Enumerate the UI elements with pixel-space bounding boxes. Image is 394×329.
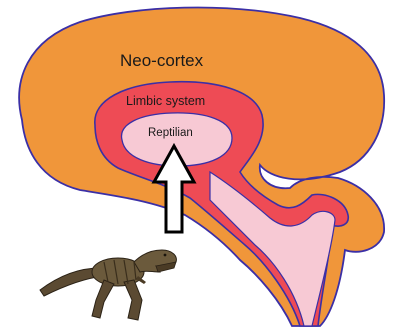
reptilian-label: Reptilian xyxy=(148,127,193,139)
t-rex-icon xyxy=(40,250,176,320)
neo-cortex-label: Neo-cortex xyxy=(120,51,204,70)
limbic-system-label: Limbic system xyxy=(126,94,205,108)
